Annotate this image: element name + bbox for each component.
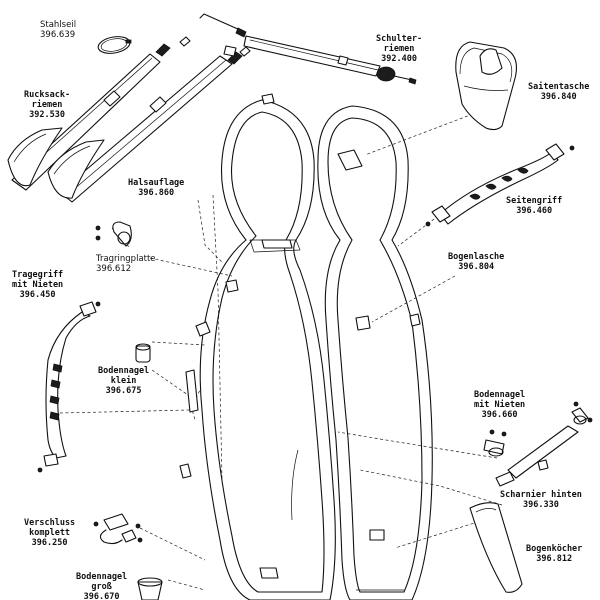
label-neck-rest-name: Halsauflage: [128, 178, 185, 188]
side-handle-part: [425, 143, 575, 227]
label-bow-loop-number: 396.804: [458, 262, 495, 272]
label-bow-quiver: Bogenköcher 396.812: [526, 544, 582, 564]
label-rear-hinge-name: Scharnier hinten: [500, 490, 582, 500]
label-steel-cable-name: Stahlseil: [40, 20, 77, 30]
large-foot-part: [137, 577, 163, 600]
label-steel-cable-number: 396.639: [40, 30, 76, 40]
latch-part: [93, 513, 143, 545]
carry-handle-part: [37, 301, 101, 473]
label-foot-rivets-line1: Bodennagel: [474, 390, 526, 400]
label-rear-hinge: Scharnier hinten 396.330: [500, 490, 582, 510]
label-shoulder-strap-line2: riemen: [383, 44, 415, 54]
label-shoulder-strap-number: 392.400: [381, 54, 417, 64]
label-steel-cable: Stahlseil 396.639: [40, 20, 76, 40]
label-latch-line2: komplett: [29, 528, 71, 538]
label-backpack-straps-line1: Rucksack-: [24, 90, 71, 100]
label-large-foot-line1: Bodennagel: [76, 572, 128, 582]
label-backpack-straps-line2: riemen: [31, 100, 63, 110]
shoulder-strap-part: [199, 13, 417, 85]
label-ring-plate-name: Tragringplatte: [96, 254, 156, 264]
case-shell: [317, 105, 433, 600]
steel-cable-part: [97, 36, 132, 54]
label-neck-rest: Halsauflage 396.860: [128, 178, 184, 198]
label-large-foot-line2: groß: [91, 582, 112, 592]
label-backpack-straps: Rucksack- riemen 392.530: [24, 90, 70, 120]
label-bow-loop-name: Bogenlasche: [448, 252, 505, 262]
label-ring-plate: Tragringplatte 396.612: [96, 254, 156, 274]
label-small-foot-line1: Bodennagel: [98, 366, 150, 376]
label-shoulder-strap-line1: Schulter-: [376, 34, 423, 44]
label-small-foot-number: 396.675: [105, 386, 142, 396]
leader-lines: [59, 111, 503, 591]
label-backpack-straps-number: 392.530: [29, 110, 65, 120]
label-ring-plate-number: 396.612: [96, 264, 132, 274]
label-side-handle-number: 396.460: [516, 206, 553, 216]
label-foot-rivets: Bodennagel mit Nieten 396.660: [474, 390, 525, 420]
label-side-handle: Seitengriff 396.460: [506, 196, 562, 216]
label-latch: Verschluss komplett 396.250: [24, 518, 75, 548]
hinge-and-foot-part: [483, 401, 593, 487]
label-large-foot: Bodennagel groß 396.670: [76, 572, 127, 600]
ring-plate-part: [95, 221, 132, 247]
label-bow-quiver-name: Bogenköcher: [526, 544, 583, 554]
bow-quiver-part: [469, 502, 523, 593]
string-pocket-part: [455, 41, 517, 131]
label-carry-handle-line1: Tragegriff: [12, 270, 64, 280]
label-string-pocket: Saitentasche 396.840: [528, 82, 589, 102]
label-latch-number: 396.250: [31, 538, 68, 548]
label-small-foot: Bodennagel klein 396.675: [98, 366, 149, 396]
label-bow-quiver-number: 396.812: [536, 554, 573, 564]
label-foot-rivets-number: 396.660: [481, 410, 518, 420]
label-foot-rivets-line2: mit Nieten: [474, 400, 526, 410]
backpack-straps-part: [7, 36, 251, 203]
small-foot-part: [135, 343, 151, 363]
label-small-foot-line2: klein: [110, 376, 137, 386]
label-carry-handle-line2: mit Nieten: [12, 280, 64, 290]
label-side-handle-name: Seitengriff: [506, 196, 563, 206]
label-shoulder-strap: Schulter- riemen 392.400: [376, 34, 422, 64]
label-large-foot-number: 396.670: [83, 592, 120, 600]
label-rear-hinge-number: 396.330: [523, 500, 559, 510]
label-string-pocket-name: Saitentasche: [528, 82, 590, 92]
label-bow-loop: Bogenlasche 396.804: [448, 252, 504, 272]
case-lid: [179, 93, 336, 600]
label-string-pocket-number: 396.840: [540, 92, 577, 102]
label-neck-rest-number: 396.860: [138, 188, 175, 198]
label-carry-handle: Tragegriff mit Nieten 396.450: [12, 270, 63, 300]
label-latch-line1: Verschluss: [24, 518, 76, 528]
label-carry-handle-number: 396.450: [19, 290, 56, 300]
